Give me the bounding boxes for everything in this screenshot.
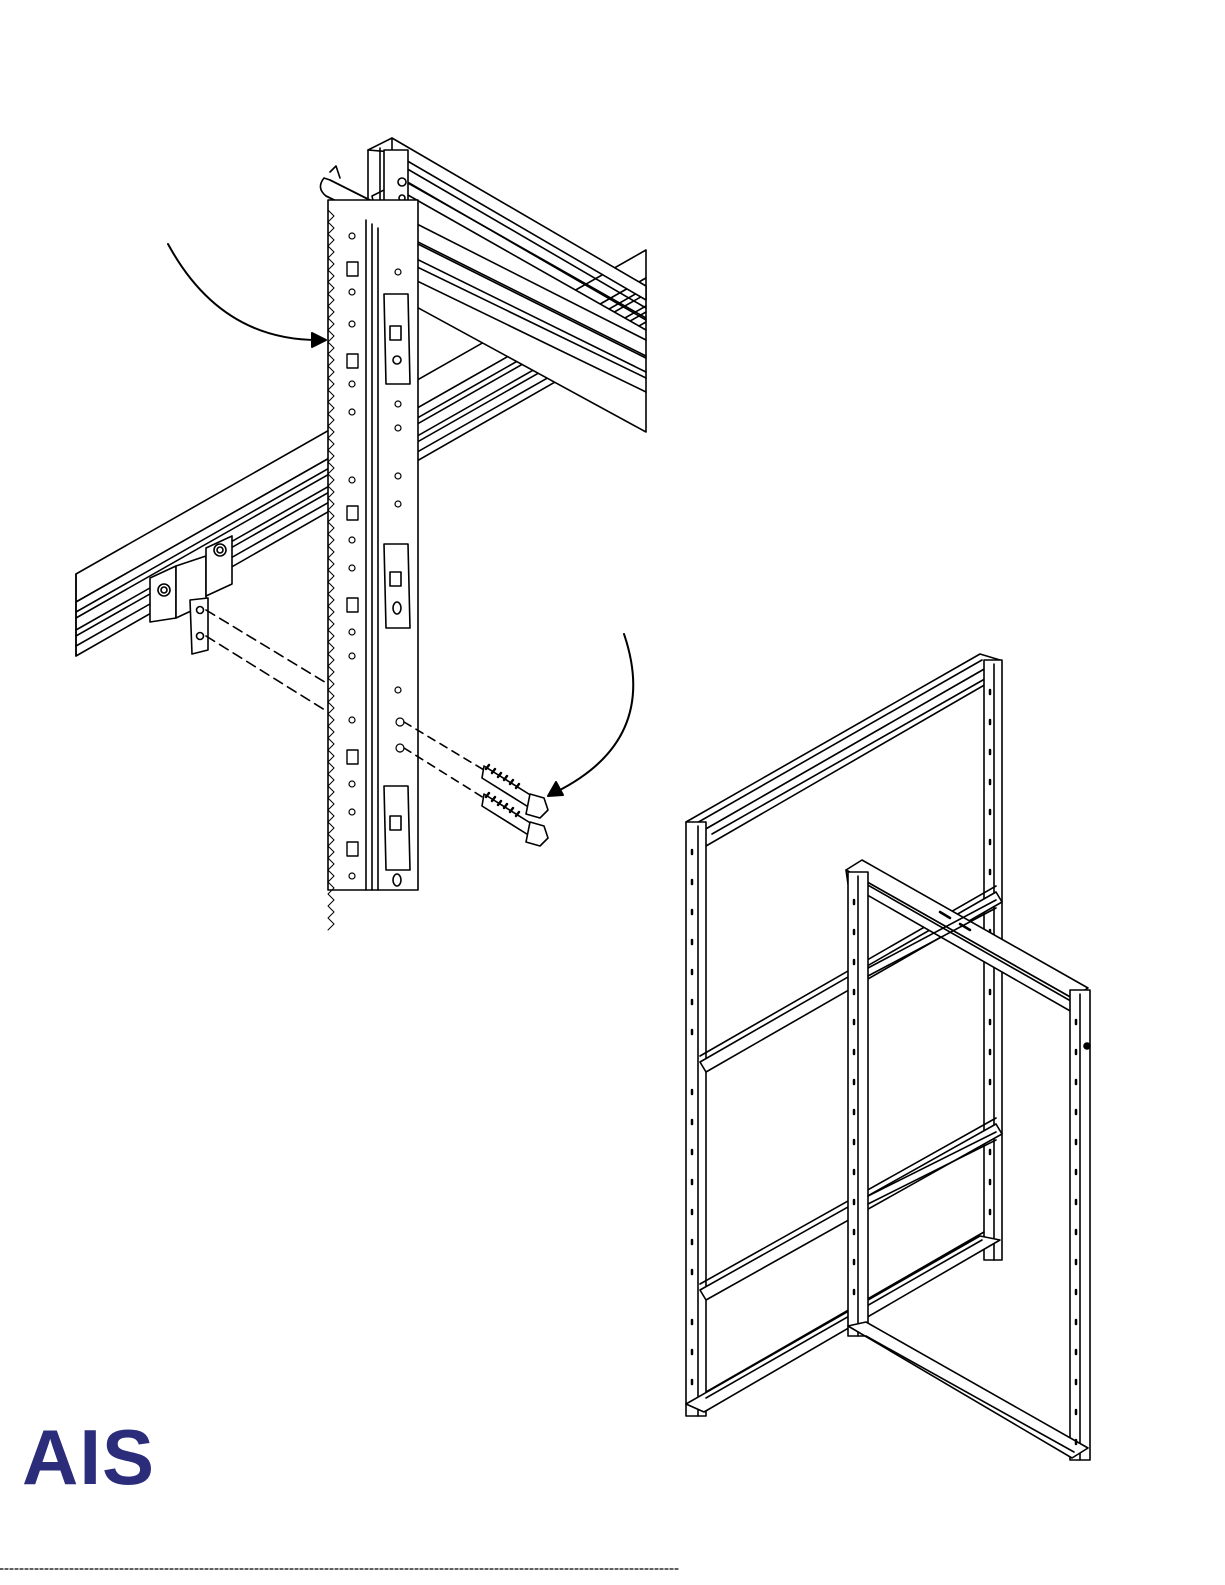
detail-view xyxy=(76,138,646,930)
callout-arrow-upright xyxy=(168,244,326,347)
callout-arrow-bolts xyxy=(548,634,633,796)
overview-view xyxy=(686,654,1090,1460)
rear-frame xyxy=(686,654,1002,1416)
reinforcement-plates xyxy=(384,294,410,886)
side-frame xyxy=(846,860,1090,1460)
hex-bolt xyxy=(404,722,548,818)
ais-logo: AIS xyxy=(22,1418,155,1496)
upright-post xyxy=(328,200,418,930)
